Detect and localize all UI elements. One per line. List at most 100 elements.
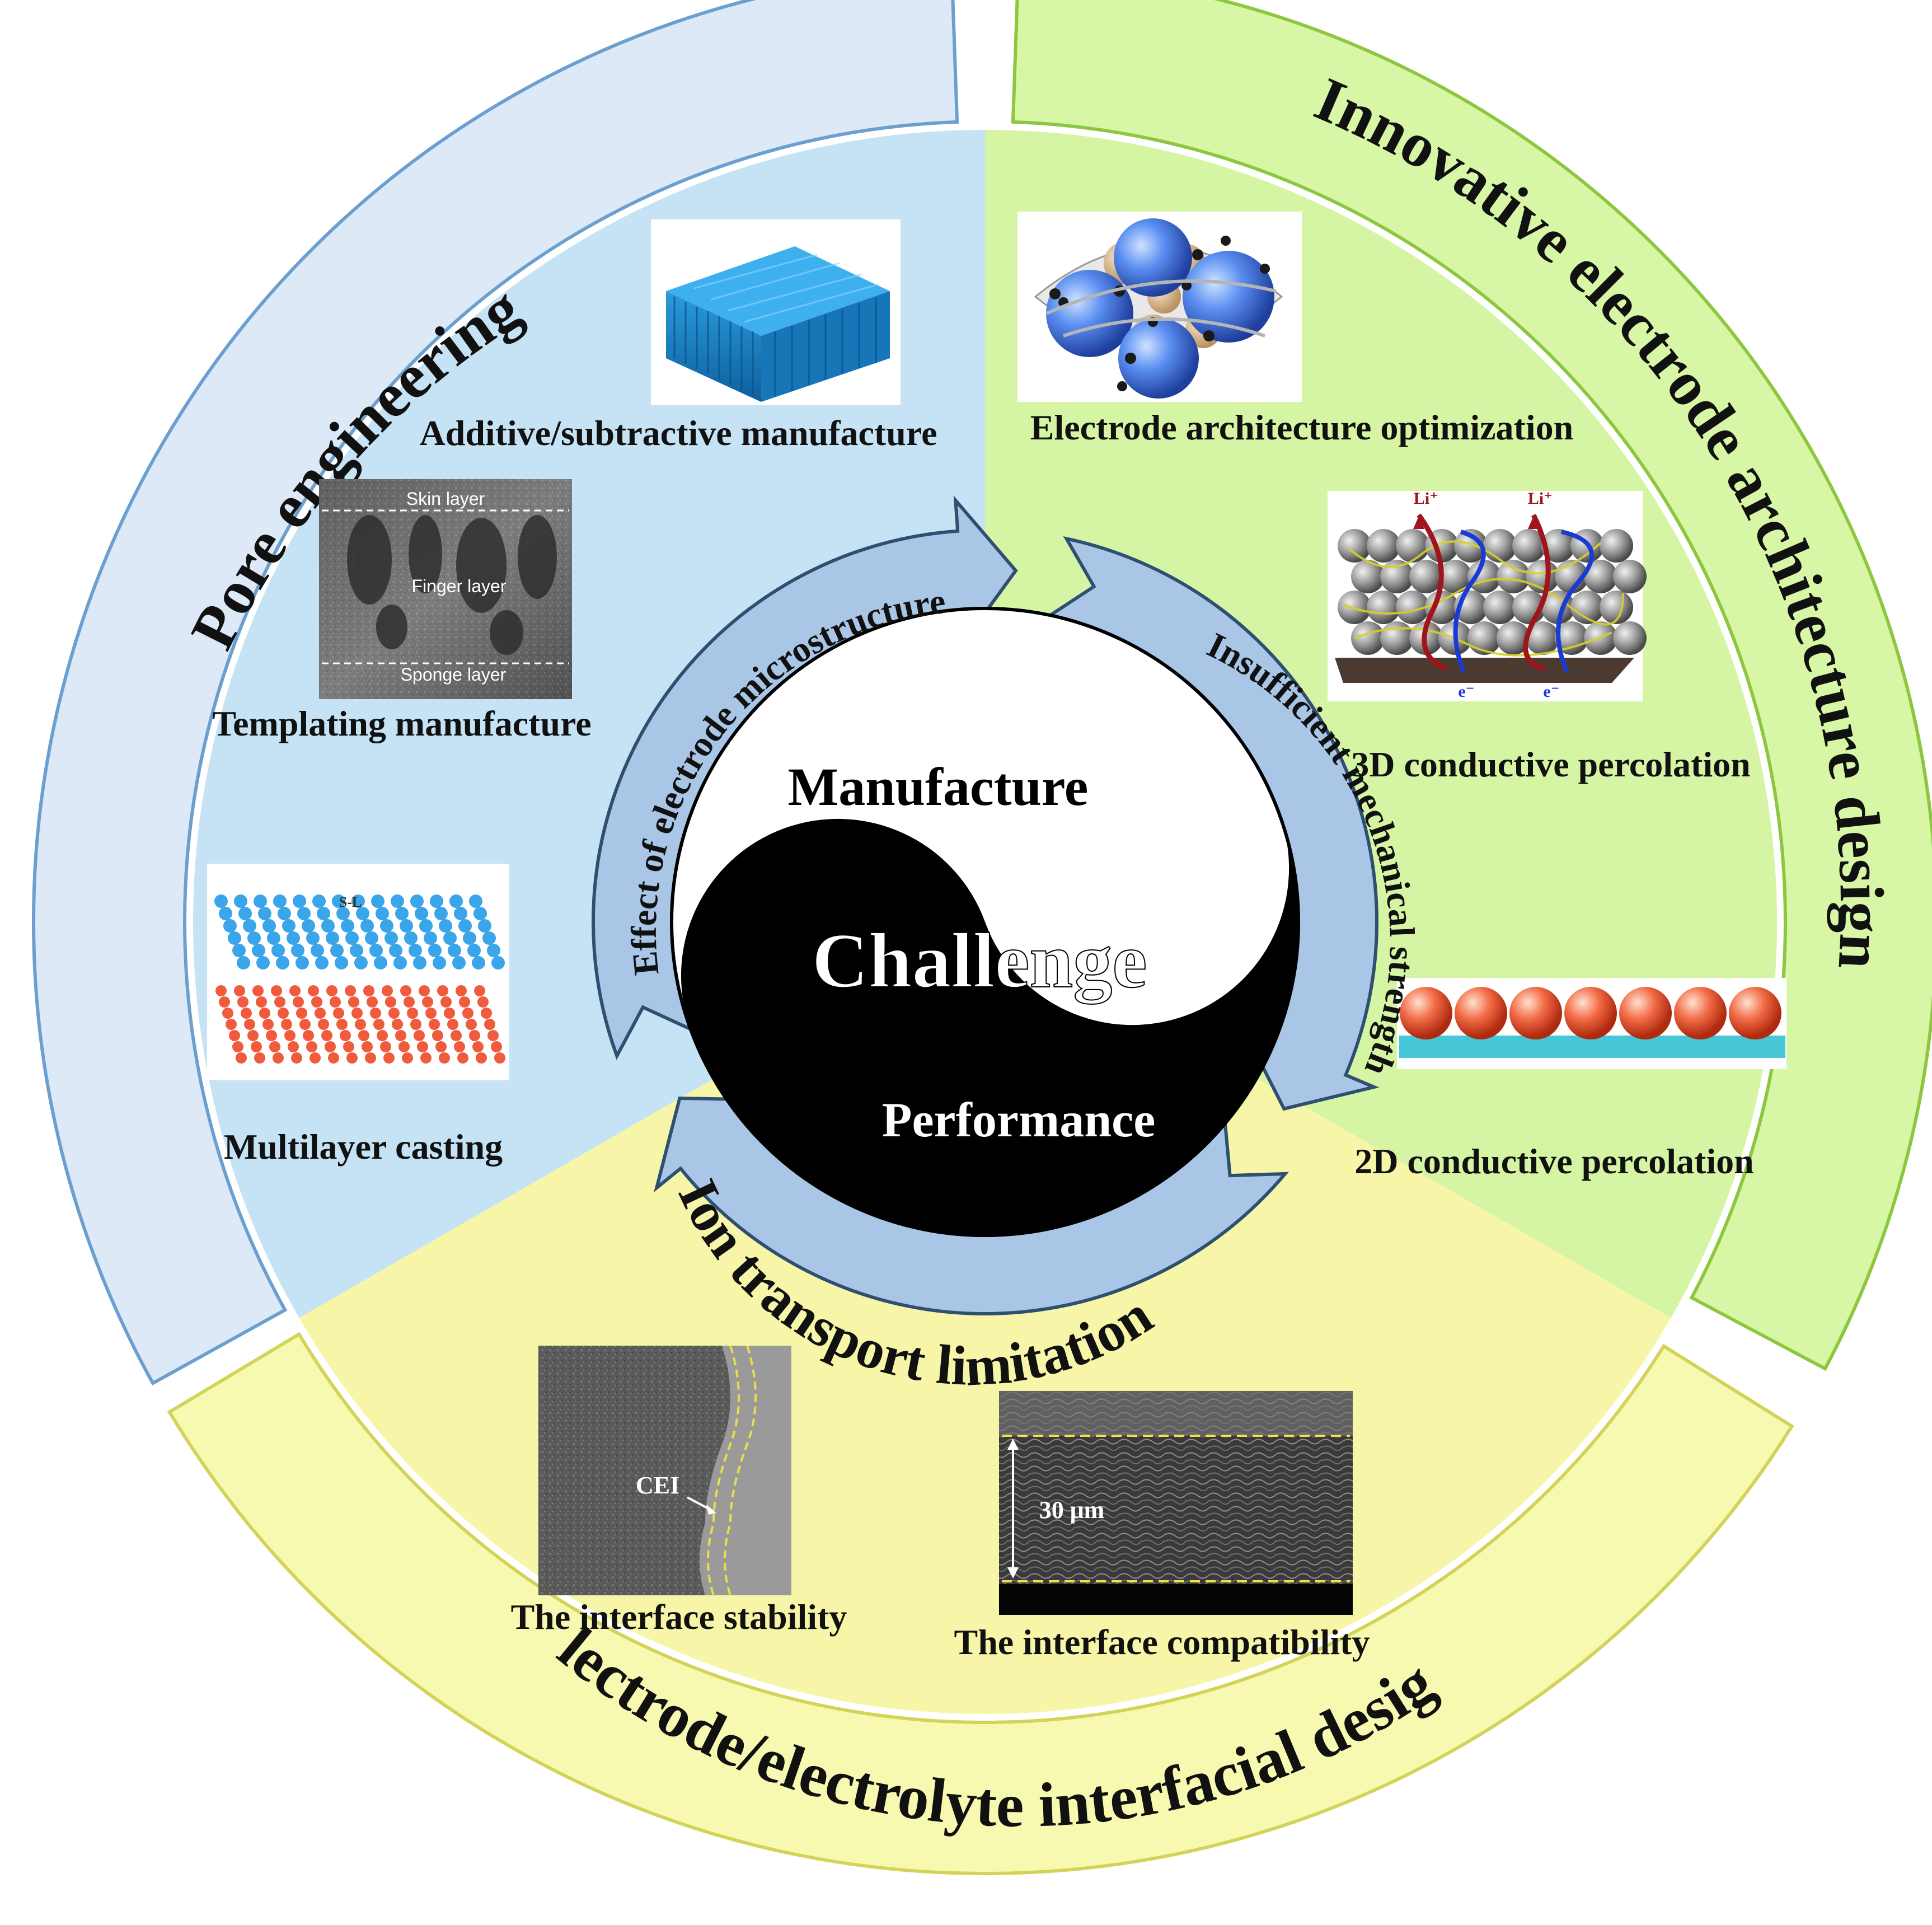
red-peg xyxy=(414,1030,425,1041)
gray-particle xyxy=(1338,529,1371,563)
red-peg xyxy=(407,1008,418,1019)
blue-peg xyxy=(409,944,422,957)
cei-label: CEI xyxy=(636,1472,679,1499)
red-particle xyxy=(1509,987,1562,1039)
red-peg xyxy=(271,985,282,996)
red-peg xyxy=(439,1052,450,1064)
blue-peg xyxy=(473,907,487,920)
red-peg xyxy=(481,1008,492,1019)
li-ion-label-2: Li⁺ xyxy=(1528,489,1553,508)
red-peg xyxy=(469,1030,480,1041)
blue-peg xyxy=(351,894,365,908)
blue-peg xyxy=(410,894,424,908)
red-peg xyxy=(296,1008,307,1019)
gray-particle xyxy=(1454,529,1488,563)
blue-peg xyxy=(271,944,285,957)
gray-particle xyxy=(1555,621,1588,655)
red-peg xyxy=(459,996,470,1008)
blue-peg xyxy=(278,907,291,920)
red-peg xyxy=(325,1041,336,1052)
red-peg xyxy=(291,1052,302,1064)
red-peg xyxy=(273,1052,284,1064)
gray-particle xyxy=(1584,560,1617,593)
red-particle xyxy=(1674,987,1727,1039)
red-peg xyxy=(494,1052,505,1064)
blue-peg xyxy=(315,956,329,969)
red-peg xyxy=(348,996,359,1008)
gray-particle xyxy=(1570,591,1604,624)
red-peg xyxy=(419,985,430,996)
gray-particle xyxy=(1497,560,1530,593)
blue-peg xyxy=(335,956,348,969)
red-peg xyxy=(400,985,411,996)
red-peg xyxy=(234,985,245,996)
red-peg xyxy=(303,1030,314,1041)
red-peg xyxy=(351,1008,363,1019)
red-peg xyxy=(232,1041,243,1052)
architecture-optimization-image xyxy=(1017,212,1302,402)
blue-peg xyxy=(223,919,237,933)
red-peg xyxy=(237,996,248,1008)
red-peg xyxy=(310,1052,321,1064)
blue-peg xyxy=(454,907,467,920)
red-peg xyxy=(355,1019,366,1030)
blue-peg xyxy=(258,907,271,920)
blue-peg xyxy=(312,894,326,908)
blue-peg xyxy=(419,919,433,933)
3d-percolation-caption: 3D conductive percolation xyxy=(1351,744,1750,784)
gray-particle xyxy=(1613,621,1647,655)
blue-peg xyxy=(487,944,500,957)
outer-ring xyxy=(32,0,1932,1875)
red-peg xyxy=(395,1030,406,1041)
blue-peg xyxy=(330,944,344,957)
blue-peg xyxy=(433,956,446,969)
2d-percolation-image xyxy=(1397,978,1786,1069)
gray-particle xyxy=(1351,560,1385,593)
blue-peg xyxy=(326,931,339,945)
red-peg xyxy=(289,985,301,996)
blue-peg xyxy=(252,944,265,957)
templating-caption: Templating manufacture xyxy=(212,704,591,743)
red-peg xyxy=(466,1019,477,1030)
blue-peg xyxy=(434,907,448,920)
red-peg xyxy=(326,985,337,996)
blue-peg xyxy=(467,944,481,957)
blue-peg xyxy=(214,894,228,908)
blue-peg xyxy=(297,907,311,920)
blue-peg xyxy=(374,956,387,969)
gray-particle xyxy=(1367,529,1400,563)
red-peg xyxy=(377,1030,388,1041)
blue-peg xyxy=(404,931,418,945)
blue-peg xyxy=(356,907,369,920)
red-peg xyxy=(404,996,415,1008)
blue-peg xyxy=(354,956,368,969)
gray-particle xyxy=(1367,591,1400,624)
red-peg xyxy=(315,1008,326,1019)
red-peg xyxy=(422,996,433,1008)
red-peg xyxy=(447,1019,458,1030)
finger-layer-label: Finger layer xyxy=(412,576,507,596)
red-peg xyxy=(477,996,489,1008)
challenge-label: Challenge xyxy=(812,917,1147,1004)
red-peg xyxy=(370,1008,381,1019)
gray-particle xyxy=(1396,529,1429,563)
red-peg xyxy=(299,1019,311,1030)
blue-peg xyxy=(267,931,280,945)
red-peg xyxy=(484,1019,495,1030)
templating-sem-image: Skin layer Finger layer Sponge layer xyxy=(319,479,572,699)
red-peg xyxy=(462,1008,473,1019)
red-peg xyxy=(293,996,304,1008)
blue-peg xyxy=(345,931,359,945)
blue-peg xyxy=(293,894,306,908)
s-l-label: S-L xyxy=(339,894,362,910)
interface-compatibility-image: 30 μm xyxy=(999,1391,1353,1615)
blue-peg xyxy=(237,956,250,969)
blue-peg xyxy=(360,919,374,933)
blue-peg xyxy=(449,894,463,908)
gray-particle xyxy=(1409,560,1443,593)
red-particle xyxy=(1729,987,1781,1039)
additive-caption: Additive/subtractive manufacture xyxy=(420,413,937,453)
blue-peg xyxy=(452,956,466,969)
3d-percolation-image: Li⁺ Li⁺ e⁻ e⁻ xyxy=(1328,489,1647,701)
red-peg xyxy=(380,1041,391,1052)
